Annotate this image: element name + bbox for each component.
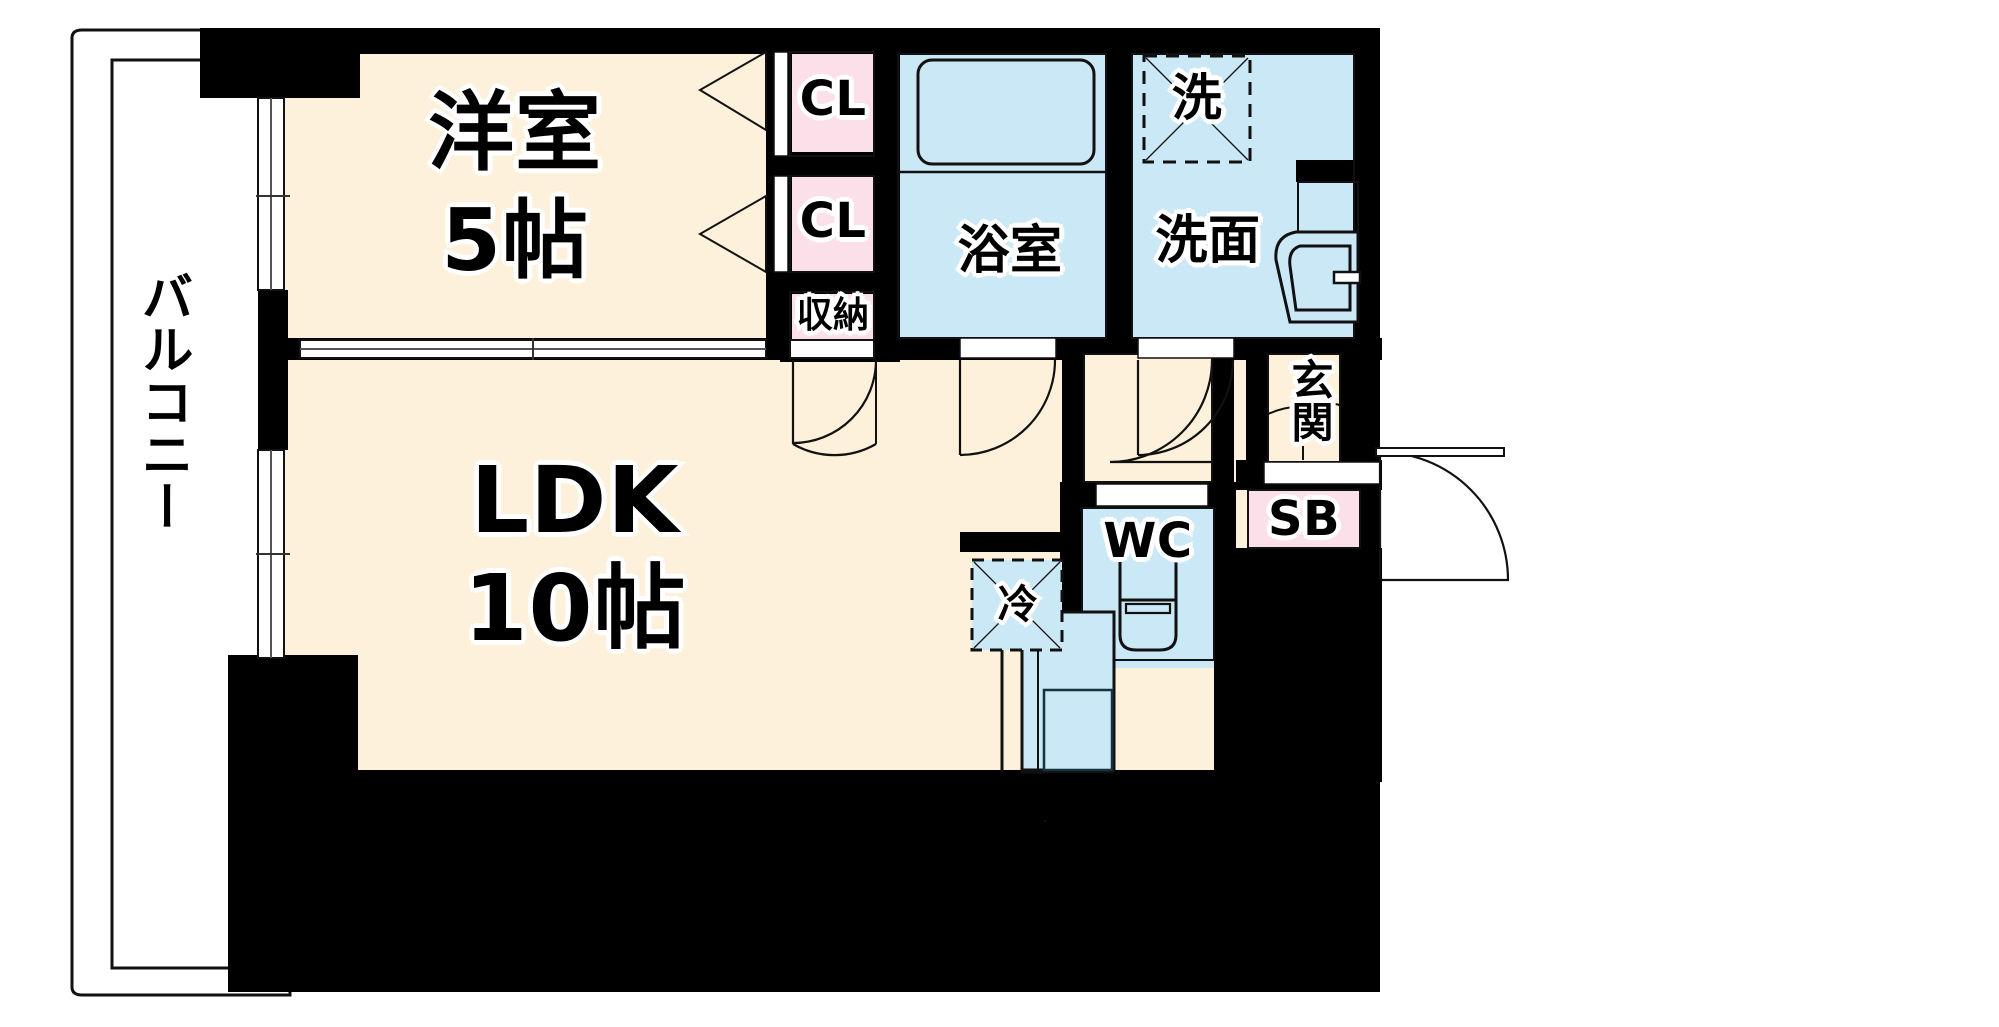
- entrance-step-opening: [1263, 461, 1381, 485]
- room-outlines: [789, 51, 1361, 661]
- bathtub: [898, 58, 1106, 174]
- wall-storage-divider: [780, 272, 900, 294]
- washing-machine-space: [1142, 54, 1252, 164]
- wall-corridor-right: [1212, 352, 1234, 500]
- toilet-bowl: [1118, 538, 1178, 652]
- entrance-step: [1267, 403, 1341, 460]
- openings: [256, 97, 1381, 659]
- refrigerator-space: [970, 558, 1064, 652]
- storage-door-opening: [789, 339, 875, 359]
- balcony-window: [256, 97, 290, 659]
- wall-left-pier-low: [228, 655, 358, 785]
- closet-door-panels: [773, 51, 789, 273]
- fill-closet-lower: [790, 172, 880, 277]
- walls: [200, 28, 1382, 992]
- bath-door-arc: [958, 359, 1057, 457]
- washroom-door-opening: [1137, 337, 1235, 359]
- fill-hall-inner: [1084, 354, 1212, 482]
- fill-closet-upper: [790, 52, 880, 157]
- kitchen-block: [1020, 610, 1116, 772]
- wall-vanity-top: [1296, 160, 1380, 182]
- ldk-door-arc: [791, 359, 878, 445]
- closet-upper-fold-marker: [698, 50, 767, 132]
- wall-bottom-right-block: [1214, 660, 1382, 782]
- wall-entrance-left: [1246, 352, 1268, 462]
- hall-door-arc: [1109, 359, 1214, 464]
- wall-corridor-left: [1062, 352, 1084, 500]
- room-partition: [299, 338, 767, 360]
- wall-closet-right: [874, 28, 900, 358]
- bath-door-opening: [959, 337, 1057, 359]
- closet-lower-fold-marker: [697, 194, 767, 274]
- fill-shoebox-inner: [1248, 490, 1360, 548]
- wall-fridge-top: [960, 532, 1062, 552]
- entrance-door-leaf: [1375, 447, 1505, 457]
- washroom-door-arc: [1136, 359, 1235, 457]
- wall-bath-right-lower: [1106, 170, 1132, 360]
- wall-left-pier-mid: [258, 290, 288, 450]
- vanity-sink: [1274, 230, 1362, 324]
- toilet-door-opening: [1095, 483, 1209, 507]
- wall-bath-right-upper: [1106, 28, 1132, 174]
- wall-top: [258, 28, 1380, 54]
- wall-bottom: [228, 770, 1380, 992]
- floor-fills-overlay: [1082, 354, 1360, 660]
- closet-folding-doors: [697, 50, 767, 274]
- wall-entrance-right: [1340, 352, 1362, 462]
- door-swings: [791, 359, 1510, 582]
